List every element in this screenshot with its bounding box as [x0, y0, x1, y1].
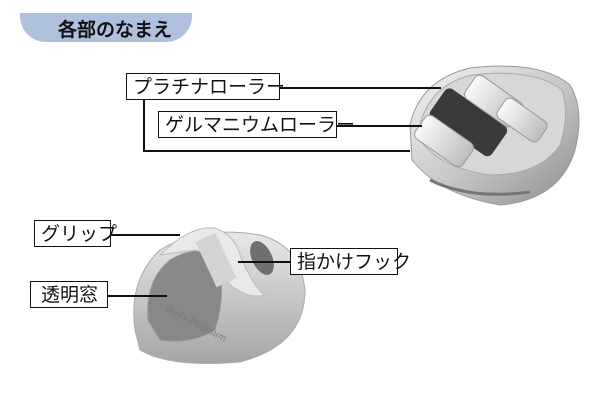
label-clear-window: 透明窓: [30, 281, 108, 308]
device-top-view: Body Platinum: [133, 227, 306, 364]
section-tab: [20, 13, 192, 42]
leader-line-germanium: [336, 125, 422, 127]
label-platinum-roller: プラチナローラー: [126, 73, 285, 100]
leader-line-clear-window: [107, 295, 167, 297]
leader-line-grip: [110, 234, 180, 236]
leader-line-platinum: [279, 87, 441, 89]
label-grip: グリップ: [34, 220, 117, 247]
leader-line-finger-hook: [238, 261, 291, 263]
leader-bracket-vertical: [143, 100, 145, 151]
section-title: 各部のなまえ: [58, 19, 173, 41]
label-finger-hook: 指かけフック: [290, 248, 411, 275]
leader-bracket-horizontal: [143, 150, 410, 152]
label-germanium-roller: ゲルマニウムローラー: [158, 111, 355, 138]
device-bottom-view: [409, 65, 580, 206]
